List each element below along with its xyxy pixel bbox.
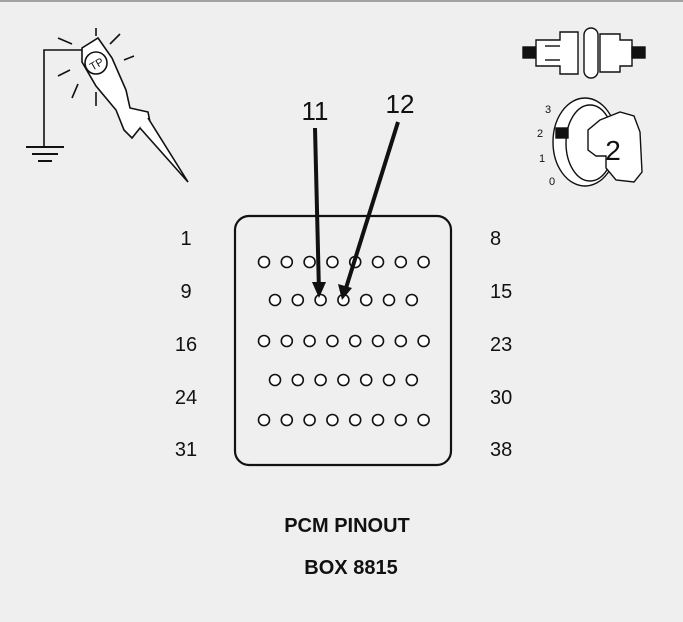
- row-labels: 1 8 9 15 16 23 24 30 31 38: [175, 228, 512, 461]
- connector-pin: [405, 293, 419, 307]
- connector-pin: [359, 293, 373, 307]
- row-label-left: 24: [175, 387, 197, 409]
- callout-11-arrowhead: [312, 282, 326, 298]
- connector-pin: [405, 373, 419, 387]
- callout-11: 11: [302, 96, 329, 126]
- row-label-left: 16: [175, 334, 197, 356]
- row-label-right: 23: [490, 334, 512, 356]
- row-label-left: 31: [175, 439, 197, 461]
- row-label-right: 8: [490, 228, 501, 250]
- callout-12-arrowhead: [338, 284, 352, 300]
- connector-pin: [394, 413, 408, 427]
- connector-pin: [382, 293, 396, 307]
- connector-pin: [280, 255, 294, 269]
- connector-pin: [326, 413, 339, 427]
- row-label-right: 38: [490, 439, 512, 461]
- connector-pin: [303, 255, 316, 269]
- test-probe-icon: [26, 28, 189, 183]
- connector-pin: [280, 413, 294, 427]
- ignition-position-2: 2: [537, 128, 543, 140]
- row-label-right: 15: [490, 281, 512, 303]
- connector-pin: [268, 373, 282, 387]
- ignition-key-icon: [552, 97, 643, 187]
- connector-pin: [280, 334, 294, 348]
- connector-pin: [257, 255, 271, 269]
- connector-icon: [522, 27, 646, 79]
- caption-subtitle: BOX 8815: [304, 557, 397, 579]
- connector-pin: [303, 334, 316, 348]
- callout-12: 12: [386, 89, 415, 119]
- connector-pin: [382, 373, 396, 387]
- connector-pin: [371, 413, 385, 427]
- connector-pin: [257, 334, 271, 348]
- callout-11-arrow: [313, 127, 321, 293]
- connector-pin: [257, 413, 271, 427]
- connector-pin: [417, 334, 430, 348]
- connector-pin: [326, 255, 339, 269]
- connector-pin: [371, 334, 385, 348]
- ignition-selected-position: 2: [605, 135, 621, 166]
- row-label-right: 30: [490, 387, 512, 409]
- ignition-position-3: 3: [545, 104, 551, 116]
- connector-pin: [417, 413, 430, 427]
- connector-pin: [337, 373, 350, 387]
- connector-pin: [359, 373, 373, 387]
- ignition-position-1: 1: [539, 153, 545, 165]
- row-label-left: 9: [180, 281, 191, 303]
- row-label-left: 1: [180, 228, 191, 250]
- pcm-connector-housing: [233, 214, 453, 467]
- caption-title: PCM PINOUT: [284, 515, 410, 537]
- ignition-position-0: 0: [549, 176, 555, 188]
- connector-pin: [417, 255, 430, 269]
- callout-12-arrow: [344, 121, 400, 289]
- connector-pin: [268, 293, 282, 307]
- connector-pin: [303, 413, 316, 427]
- connector-pin: [326, 334, 339, 348]
- connector-pin: [394, 334, 408, 348]
- connector-pin: [291, 293, 305, 307]
- connector-pin: [314, 373, 327, 387]
- connector-pin: [348, 334, 362, 348]
- connector-pin: [394, 255, 408, 269]
- connector-pin: [314, 293, 327, 307]
- connector-pin: [291, 373, 305, 387]
- connector-pins: [257, 255, 430, 427]
- connector-pin: [348, 413, 362, 427]
- connector-pin: [371, 255, 385, 269]
